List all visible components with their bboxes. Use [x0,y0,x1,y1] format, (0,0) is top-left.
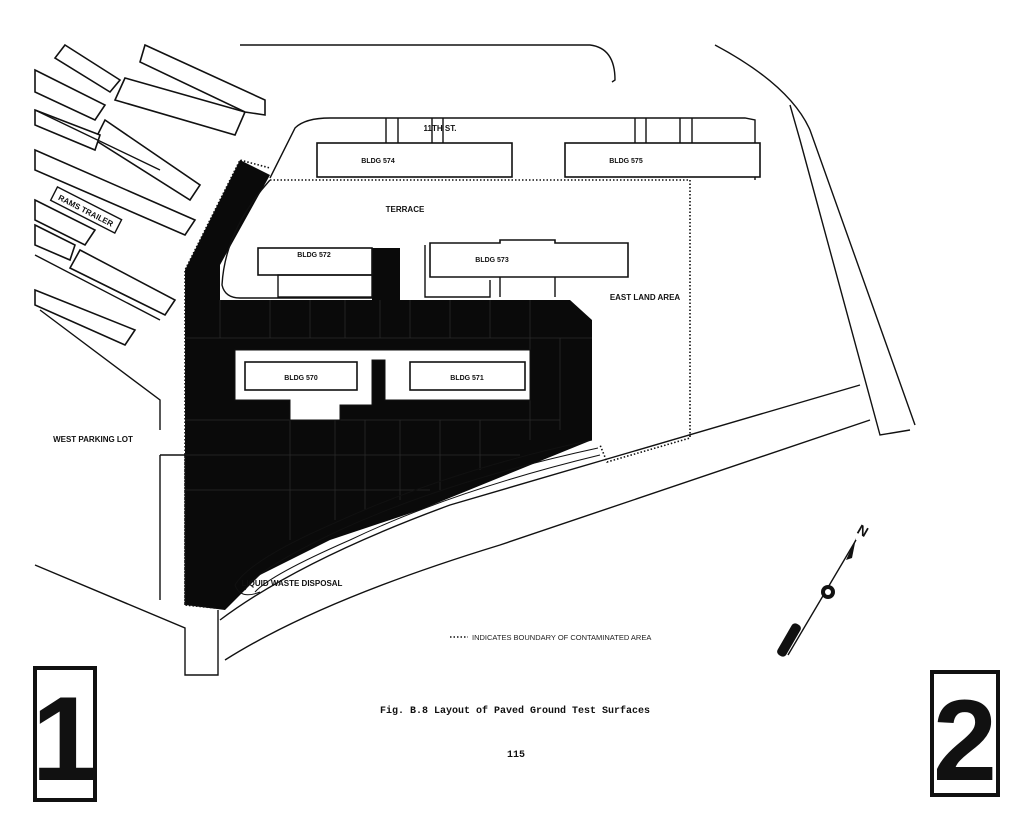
bldg-574-label: BLDG 574 [361,158,395,165]
page-number: 115 [507,750,525,761]
south-road-lower [224,419,871,661]
corner-mark-1: 1 [32,666,99,806]
paved-grid [185,300,592,540]
street-edge-south [269,117,756,180]
svg-text:1: 1 [32,672,99,806]
west-lot-curb [39,309,185,600]
east-road-outer [714,44,916,426]
figure-caption: Fig. B.8 Layout of Paved Ground Test Sur… [380,705,650,717]
bldg-575 [564,142,761,178]
north-label: N [855,521,872,540]
liquid-waste-label: LIQUID WASTE DISPOSAL [242,579,343,588]
contamination-boundary [184,159,691,609]
bldg-573-label: BLDG 573 [475,257,509,264]
south-road-upper [219,384,861,621]
north-arrow-icon: N [777,521,872,657]
bldg-575-label: BLDG 575 [609,158,643,165]
bldg-572-label: BLDG 572 [297,252,331,259]
bldg-573 [429,239,629,278]
bldg-570-label: BLDG 570 [284,375,318,382]
svg-text:2: 2 [933,677,997,805]
terrace-edge [221,179,372,299]
street-label: 11TH ST. [424,124,457,133]
east-land-area-label: EAST LAND AREA [610,293,681,302]
legend-text: INDICATES BOUNDARY OF CONTAMINATED AREA [472,633,651,642]
bldg-571 [409,361,526,391]
corner-mark-2: 2 [930,670,1000,805]
west-buildings [34,43,266,347]
street-edge-north [240,44,616,83]
bldg-570 [244,361,358,391]
west-lot-edge [34,564,219,676]
bldg-571-label: BLDG 571 [450,375,484,382]
paved-strip-west [185,160,270,300]
terrace-label: TERRACE [386,205,425,214]
east-road-inner [789,104,911,436]
liquid-waste-contours [234,439,601,596]
paved-patch [372,248,400,300]
bldg-574 [316,142,513,178]
west-parking-lot-label: WEST PARKING LOT [53,435,133,444]
